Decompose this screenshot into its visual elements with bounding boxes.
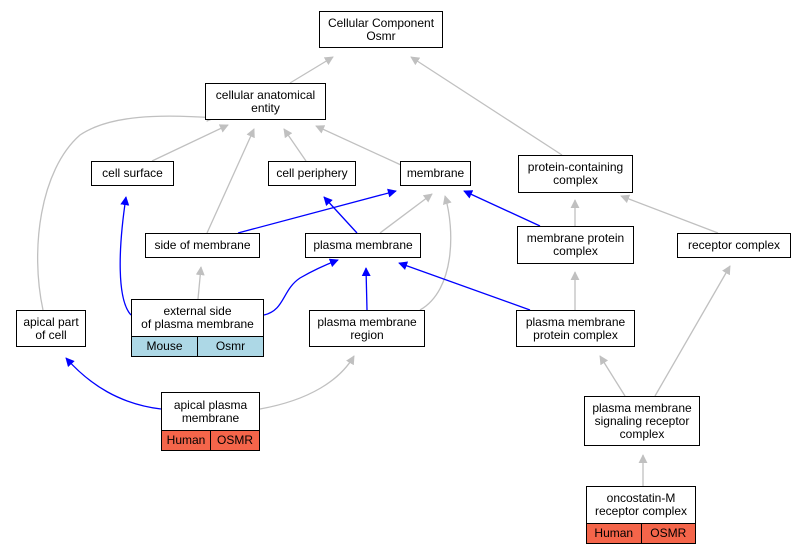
- gene-cell: Osmr: [197, 337, 263, 356]
- node-apical-part-of-cell[interactable]: apical part of cell: [16, 310, 86, 347]
- edge-pmpc-to-pm: [398, 261, 531, 311]
- edge-cae-to-root: [289, 56, 334, 84]
- node-membrane[interactable]: membrane: [400, 161, 471, 186]
- edge-side-membrane-to-membrane: [237, 188, 397, 234]
- edge-cell-surface-to-cae: [151, 124, 229, 162]
- annotation-row: Human OSMR: [587, 523, 695, 543]
- edge-membrane-to-cae: [315, 125, 402, 166]
- edge-pm-region-to-membrane: [419, 195, 452, 311]
- node-membrane-protein-complex[interactable]: membrane protein complex: [517, 226, 634, 264]
- edge-signaling-to-receptor: [654, 265, 731, 397]
- node-cell-periphery[interactable]: cell periphery: [268, 161, 356, 186]
- species-cell: Human: [166, 433, 206, 447]
- node-plasma-membrane-protein-complex[interactable]: plasma membrane protein complex: [516, 310, 635, 347]
- node-cell-surface[interactable]: cell surface: [91, 161, 174, 186]
- node-plasma-membrane[interactable]: plasma membrane: [305, 233, 421, 258]
- edge-cell-periphery-to-cae: [283, 128, 307, 162]
- node-apical-plasma-membrane[interactable]: apical plasma membrane Human OSMR: [161, 392, 260, 451]
- species-cell: Mouse: [146, 339, 183, 353]
- node-title: external side of plasma membrane: [141, 304, 254, 331]
- node-external-side-of-plasma-membrane[interactable]: external side of plasma membrane Mouse O…: [131, 299, 264, 357]
- edge-pm-to-membrane: [379, 193, 433, 234]
- species-cell: Human: [594, 526, 634, 540]
- node-title: apical plasma membrane: [173, 397, 248, 425]
- edge-pm-to-cell-periphery: [323, 196, 358, 234]
- edge-pm-region-to-pm: [361, 267, 371, 311]
- edge-receptor-to-protein-complex: [620, 194, 719, 234]
- edge-apical-pm-to-apical-part: [65, 357, 162, 410]
- gene-cell: OSMR: [210, 431, 259, 450]
- node-title: oncostatin-M receptor complex: [594, 491, 688, 518]
- edge-mpc-to-membrane: [463, 190, 541, 227]
- node-cellular-anatomical-entity[interactable]: cellular anatomical entity: [205, 83, 326, 120]
- node-cellular-component-osmr[interactable]: Cellular Component Osmr: [319, 11, 443, 48]
- node-plasma-membrane-region[interactable]: plasma membrane region: [309, 310, 425, 347]
- edge-external-side-to-side-membrane: [195, 266, 205, 300]
- node-side-of-membrane[interactable]: side of membrane: [145, 233, 260, 258]
- node-oncostatin-m-receptor-complex[interactable]: oncostatin-M receptor complex Human OSMR: [586, 486, 696, 544]
- edge-side-membrane-to-cae: [206, 128, 255, 234]
- edge-signaling-to-pmpc: [599, 355, 626, 397]
- annotation-row: Human OSMR: [162, 430, 259, 450]
- edge-external-side-to-pm: [263, 258, 339, 316]
- edge-external-side-to-cell-surface: [119, 196, 132, 316]
- node-plasma-membrane-signaling-receptor-complex[interactable]: plasma membrane signaling receptor compl…: [584, 396, 700, 446]
- edge-protein-complex-to-root: [410, 56, 563, 156]
- annotation-row: Mouse Osmr: [132, 336, 263, 356]
- node-protein-containing-complex[interactable]: protein-containing complex: [518, 155, 633, 193]
- edge-apical-pm-to-pm-region: [259, 355, 355, 410]
- node-receptor-complex[interactable]: receptor complex: [677, 233, 791, 258]
- edge-apical-part-to-cae: [37, 112, 216, 311]
- gene-cell: OSMR: [640, 524, 696, 543]
